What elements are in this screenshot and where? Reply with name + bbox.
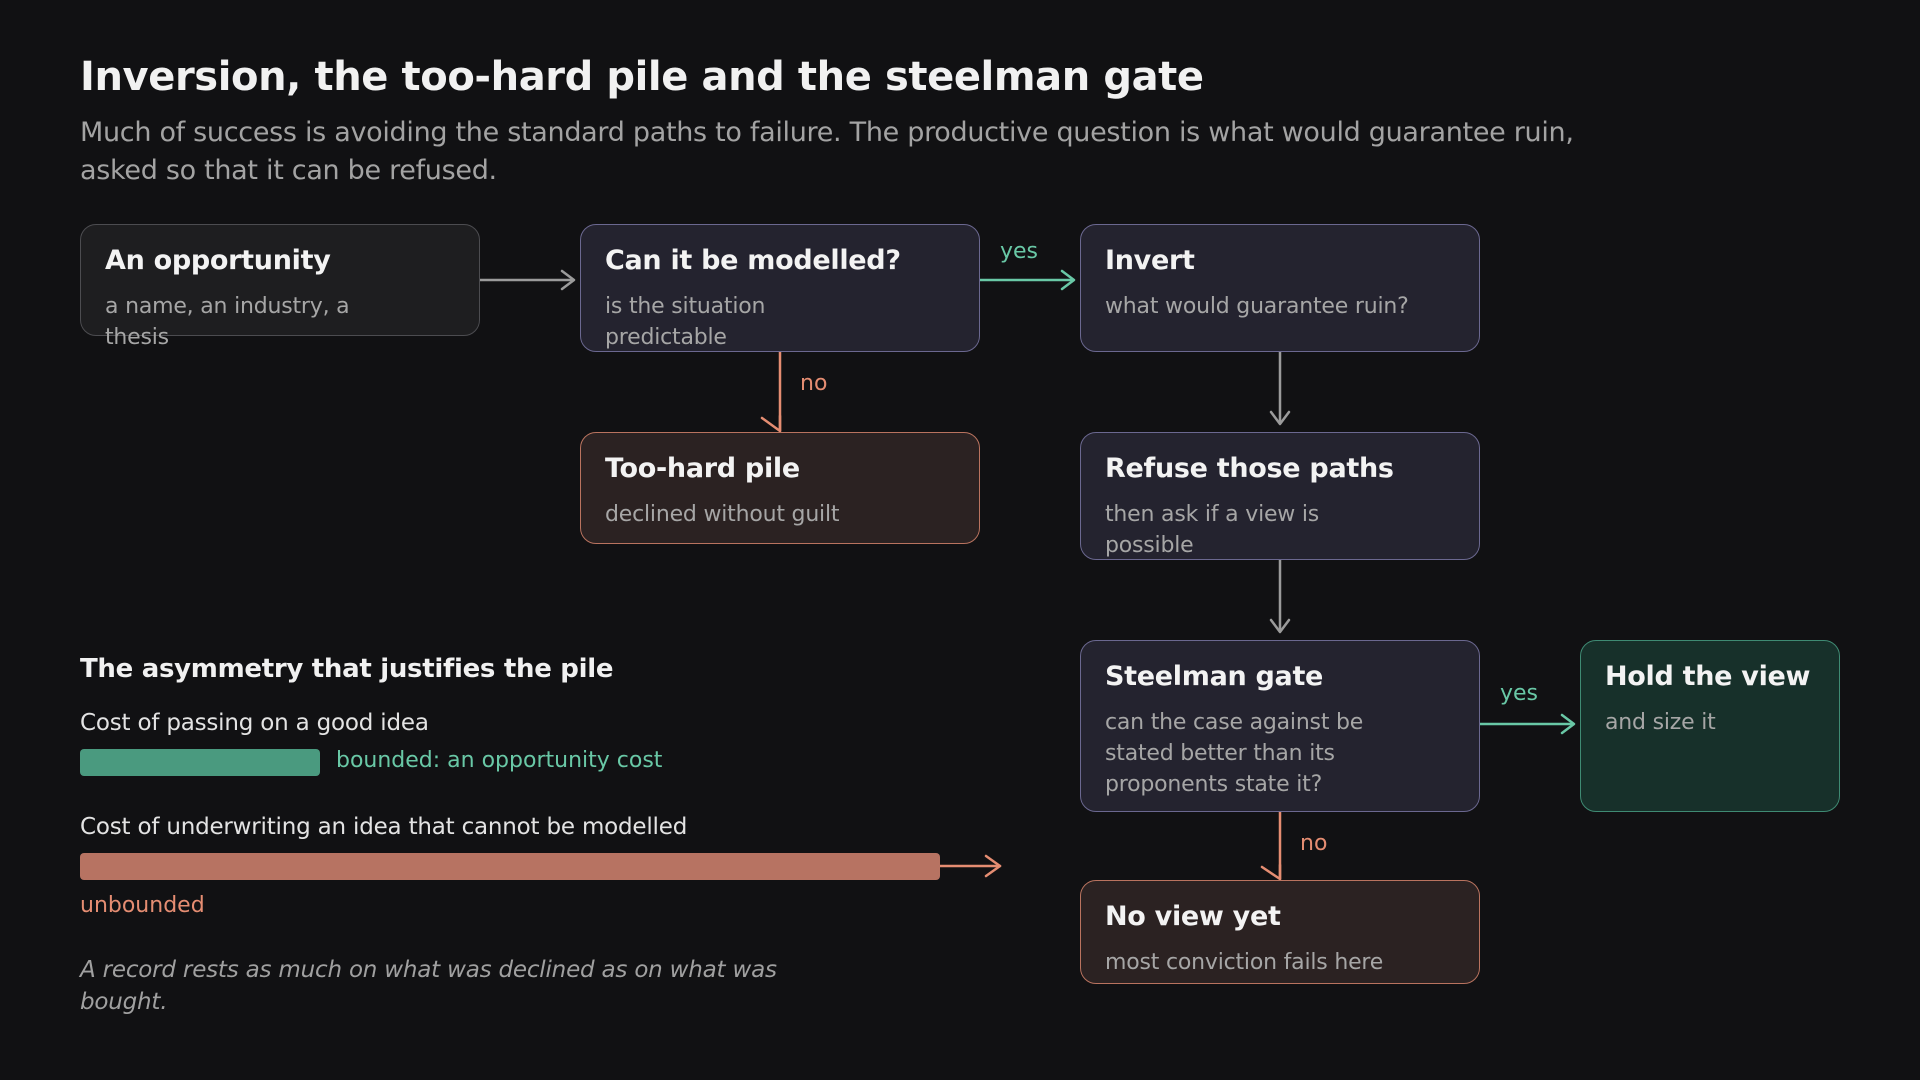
node-subtitle: can the case against be stated better th… <box>1105 710 1364 797</box>
edge-label-no: no <box>800 371 828 396</box>
node-title: No view yet <box>1105 901 1281 932</box>
edge-label-yes: yes <box>1000 239 1039 264</box>
node-refuse-those-paths: Refuse those paths then ask if a view is… <box>1080 432 1480 560</box>
bounded-cost-note: bounded: an opportunity cost <box>336 748 663 773</box>
edge-label-yes: yes <box>1500 681 1539 706</box>
edge-label-no: no <box>1300 831 1328 856</box>
node-subtitle: declined without guilt <box>605 502 840 527</box>
node-invert: Invert what would guarantee ruin? <box>1080 224 1480 352</box>
unmodelled-cost-label: Cost of underwriting an idea that cannot… <box>80 814 688 840</box>
node-subtitle: a name, an industry, a thesis <box>105 294 350 350</box>
node-title: Steelman gate <box>1105 661 1324 692</box>
node-opportunity: An opportunity a name, an industry, a th… <box>80 224 480 350</box>
asymmetry-heading: The asymmetry that justifies the pile <box>80 654 614 684</box>
arrowhead-steelman-to-no-view <box>1260 863 1282 881</box>
node-title: Hold the view <box>1605 661 1811 692</box>
node-hold-the-view: Hold the view and size it <box>1580 640 1840 812</box>
node-subtitle: is the situation predictable <box>605 294 766 350</box>
node-steelman-gate: Steelman gate can the case against be st… <box>1080 640 1480 812</box>
unbounded-cost-note: unbounded <box>80 893 205 918</box>
node-too-hard-pile: Too-hard pile declined without guilt <box>580 432 980 544</box>
node-subtitle: what would guarantee ruin? <box>1105 294 1409 319</box>
node-title: Can it be modelled? <box>605 245 901 276</box>
bounded-cost-bar <box>80 749 320 776</box>
node-subtitle: most conviction fails here <box>1105 950 1384 975</box>
node-title: Invert <box>1105 245 1195 276</box>
arrowhead-refuse-to-steelman <box>1269 618 1291 634</box>
node-subtitle: then ask if a view is possible <box>1105 502 1320 558</box>
page-subtitle: Much of success is avoiding the standard… <box>80 117 1574 186</box>
footnote: A record rests as much on what was decli… <box>80 957 777 1015</box>
node-title: Refuse those paths <box>1105 453 1394 484</box>
unbounded-cost-bar <box>80 853 940 880</box>
node-title: An opportunity <box>105 245 331 276</box>
arrowhead-steelman-to-hold <box>1560 713 1576 735</box>
node-title: Too-hard pile <box>605 453 800 484</box>
node-no-view-yet: No view yet most conviction fails here <box>1080 880 1480 984</box>
arrowhead-modelled-to-invert <box>1060 269 1076 291</box>
node-subtitle: and size it <box>1605 710 1716 735</box>
arrowhead-opportunity-to-modelled <box>560 269 576 291</box>
arrowhead-invert-to-refuse <box>1269 410 1291 426</box>
node-can-it-be-modelled: Can it be modelled? is the situation pre… <box>580 224 980 352</box>
arrowhead-modelled-to-too-hard <box>760 414 782 433</box>
page-title: Inversion, the too-hard pile and the ste… <box>80 54 1204 100</box>
unbounded-arrowhead <box>984 854 1002 878</box>
good-idea-cost-label: Cost of passing on a good idea <box>80 710 429 736</box>
